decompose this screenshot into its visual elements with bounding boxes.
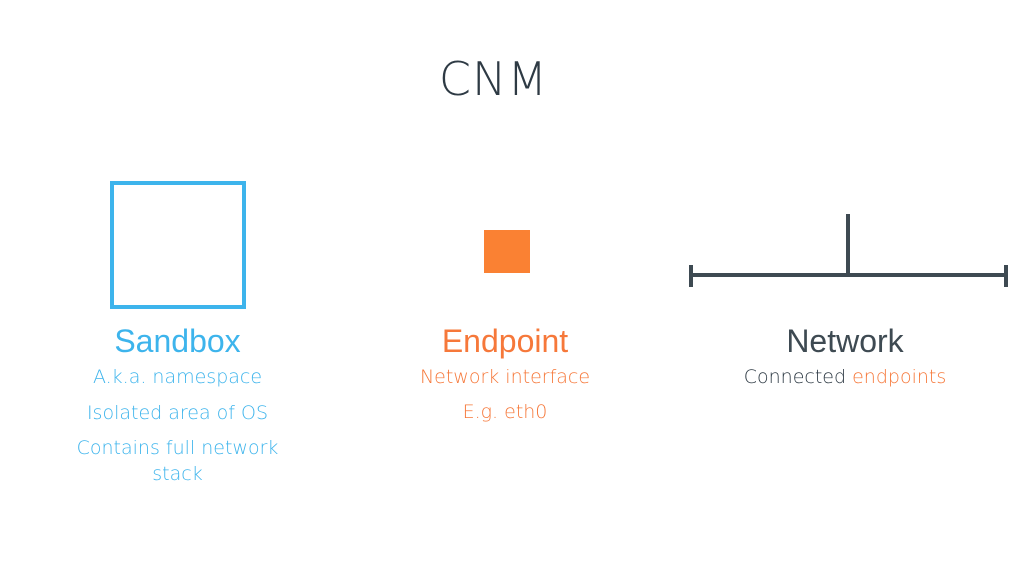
sandbox-heading: Sandbox [114, 323, 241, 359]
endpoint-example-prefix: E.g. [462, 401, 505, 423]
endpoint-square-icon [484, 230, 530, 273]
sandbox-line-isolated: Isolated area of OS [86, 402, 269, 424]
endpoint-heading: Endpoint [441, 323, 569, 359]
network-line-connected: Connected endpoints [690, 364, 1000, 390]
network-line-highlight: endpoints [852, 366, 947, 388]
network-line-prefix: Connected [743, 366, 853, 388]
sandbox-square-icon [110, 181, 246, 309]
endpoint-example-value: eth0 [504, 401, 548, 423]
endpoint-line-interface: Network interface [419, 366, 591, 388]
network-bus-icon [689, 214, 1008, 287]
endpoint-line-example: E.g. eth0 [380, 399, 630, 425]
sandbox-line-namespace: A.k.a. namespace [92, 366, 263, 388]
slide-title: CNM [438, 52, 549, 106]
sandbox-line-contains: Contains full network [76, 437, 279, 459]
sandbox-line-stack: stack [152, 463, 203, 485]
network-heading: Network [786, 323, 904, 359]
